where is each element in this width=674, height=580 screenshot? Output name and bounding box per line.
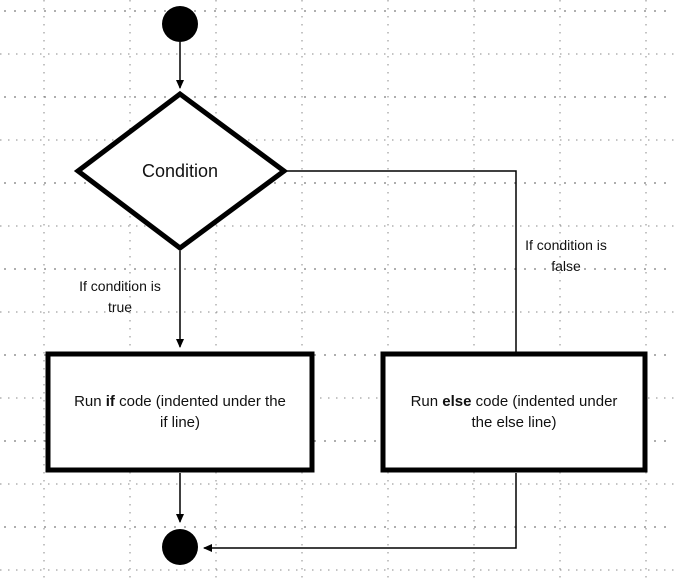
false-edge-label: If condition is false — [504, 235, 628, 277]
true-edge-label-line1: If condition is — [79, 278, 161, 294]
condition-text: Condition — [141, 161, 219, 181]
if-keyword: if — [105, 393, 115, 410]
connector-false-branch — [286, 170, 517, 353]
if-box-line2: if line) — [159, 414, 200, 431]
start-node — [162, 6, 198, 42]
else-box-prefix: Run — [410, 393, 443, 410]
if-box-prefix: Run — [74, 393, 106, 410]
else-box-suffix: code (indented under — [471, 393, 618, 410]
condition-diamond — [73, 90, 289, 252]
if-box-text: Run if code (indented under the if line) — [54, 360, 306, 464]
else-box-text: Run else code (indented under the else l… — [389, 360, 639, 464]
false-edge-label-line1: If condition is — [525, 237, 607, 253]
true-edge-label-line2: true — [107, 299, 133, 315]
else-box-line1: Run else code (indented under — [411, 391, 618, 412]
else-code-box — [380, 351, 648, 473]
if-box-suffix: code (indented under the — [114, 393, 286, 410]
else-box-line2: the else line) — [471, 414, 557, 431]
condition-label: Condition — [118, 160, 242, 182]
false-edge-label-line2: false — [551, 258, 581, 274]
if-code-box — [45, 351, 315, 473]
if-box-line1: Run if code (indented under the — [74, 391, 286, 412]
else-keyword: else — [442, 393, 472, 410]
connector-else-to-end — [203, 473, 517, 552]
end-node — [162, 529, 198, 565]
true-edge-label: If condition is true — [58, 276, 182, 318]
